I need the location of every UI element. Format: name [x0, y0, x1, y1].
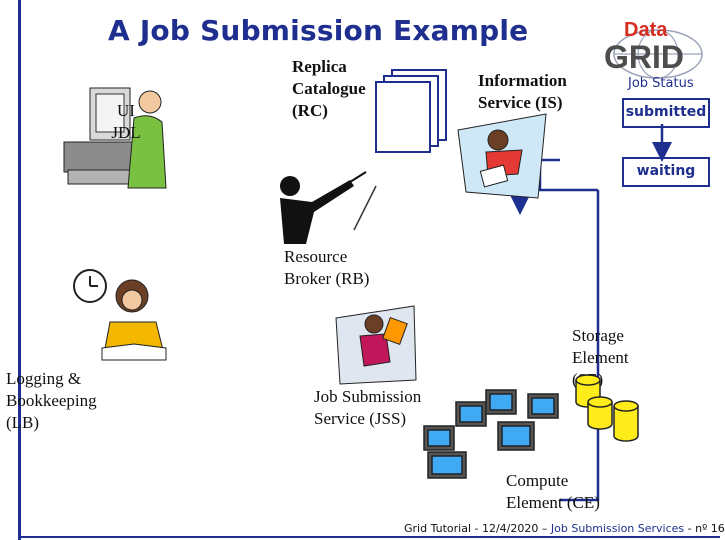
resource-broker-conductor-icon: [280, 171, 367, 244]
lb-label-line1: Logging &: [6, 369, 82, 388]
footer-prefix: Grid Tutorial - 12/4/2020 –: [404, 522, 551, 535]
rb-label-line1: Resource: [284, 247, 348, 266]
ce-label-line2: Element (CE): [506, 493, 600, 512]
rb-label-line2: Broker (RB): [284, 269, 370, 288]
ui-user-computer-icon: [63, 87, 167, 189]
status-submitted-badge: submitted: [622, 98, 710, 128]
rc-label-line2: Catalogue: [292, 79, 366, 98]
is-label-line1: Information: [478, 71, 567, 90]
se-label-line2: Element: [572, 348, 629, 367]
lb-label: Logging & Bookkeeping (LB): [6, 368, 97, 434]
job-submission-runner-icon: [335, 305, 417, 385]
compute-element-computers-icon: [423, 389, 559, 479]
left-border-line: [18, 0, 21, 540]
logo-data-text: Data: [624, 19, 668, 41]
rc-label-line1: Replica: [292, 57, 347, 76]
jss-label-line1: Job Submission: [314, 387, 422, 406]
footer-section-link[interactable]: Job Submission Services: [550, 522, 685, 535]
footer-page-number: - nº 16: [684, 522, 725, 535]
se-label-line1: Storage: [572, 326, 624, 345]
lb-label-line3: (LB): [6, 413, 40, 432]
ui-label-line1: UI: [117, 101, 135, 120]
is-label: Information Service (IS): [478, 70, 567, 114]
ce-label-line1: Compute: [506, 471, 569, 490]
rc-label-line3: (RC): [292, 101, 328, 120]
logging-bookkeeping-reader-icon: [73, 269, 167, 361]
jss-label-line2: Service (JSS): [314, 409, 407, 428]
information-service-worker-icon: [457, 113, 547, 199]
logo-grid-text: GRID: [604, 39, 684, 75]
rc-label: Replica Catalogue (RC): [292, 56, 366, 122]
is-label-line2: Service (IS): [478, 93, 563, 112]
ce-label: Compute Element (CE): [506, 470, 600, 514]
replica-catalogue-documents-icon: [375, 69, 447, 153]
bottom-border-line: [18, 536, 720, 538]
lb-label-line2: Bookkeeping: [6, 391, 97, 410]
slide-title: A Job Submission Example: [108, 14, 529, 47]
job-status-heading: Job Status: [628, 76, 694, 91]
rb-label: Resource Broker (RB): [284, 246, 369, 290]
datagrid-logo: Data GRID: [604, 19, 703, 79]
jss-label: Job Submission Service (JSS): [314, 386, 421, 430]
storage-disks-icon: [575, 374, 639, 442]
ui-label-line2: JDL: [111, 123, 141, 142]
rb-pointer-line: [353, 185, 377, 231]
slide-footer: Grid Tutorial - 12/4/2020 – Job Submissi…: [404, 522, 725, 535]
ui-label: UI JDL: [104, 100, 148, 144]
ce-to-is-line: [560, 190, 600, 502]
